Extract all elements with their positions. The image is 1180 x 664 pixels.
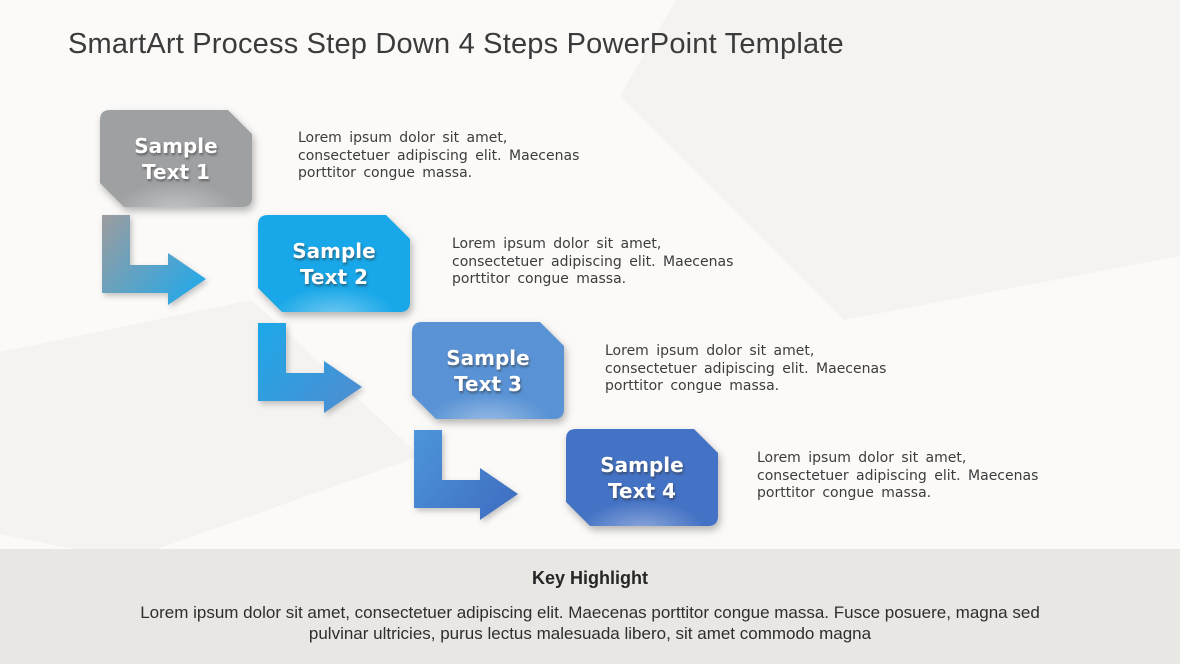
step-box-3-label: Sample Text 3 xyxy=(446,345,530,396)
step-box-1: Sample Text 1 xyxy=(100,110,252,207)
key-highlight-heading: Key Highlight xyxy=(532,568,648,588)
step-box-2-shape: Sample Text 2 xyxy=(258,215,410,312)
step-box-4-shape: Sample Text 4 xyxy=(566,429,718,526)
step-box-1-shape: Sample Text 1 xyxy=(100,110,252,207)
elbow-arrow-shape xyxy=(414,430,518,520)
elbow-arrow-icon-3 xyxy=(414,430,518,520)
step-box-4: Sample Text 4 xyxy=(566,429,718,526)
elbow-arrow-shape xyxy=(102,215,206,305)
step-4-description: Lorem ipsum dolor sit amet, consectetuer… xyxy=(757,450,1039,501)
step-box-1-label: Sample Text 1 xyxy=(134,133,218,184)
step-box-4-label: Sample Text 4 xyxy=(600,452,684,503)
step-box-2: Sample Text 2 xyxy=(258,215,410,312)
step-2-description: Lorem ipsum dolor sit amet, consectetuer… xyxy=(452,236,734,287)
step-box-3: Sample Text 3 xyxy=(412,322,564,419)
step-box-3-shape: Sample Text 3 xyxy=(412,322,564,419)
elbow-arrow-icon-1 xyxy=(102,215,206,305)
slide-title: SmartArt Process Step Down 4 Steps Power… xyxy=(68,28,844,60)
step-box-2-label: Sample Text 2 xyxy=(292,238,376,289)
step-1-description: Lorem ipsum dolor sit amet, consectetuer… xyxy=(298,130,580,181)
elbow-arrow-icon-2 xyxy=(258,323,362,413)
elbow-arrow-shape xyxy=(258,323,362,413)
step-3-description: Lorem ipsum dolor sit amet, consectetuer… xyxy=(605,343,887,394)
key-highlight-body: Lorem ipsum dolor sit amet, consectetuer… xyxy=(140,603,1040,643)
key-highlight-band: Key Highlight Lorem ipsum dolor sit amet… xyxy=(0,549,1180,664)
